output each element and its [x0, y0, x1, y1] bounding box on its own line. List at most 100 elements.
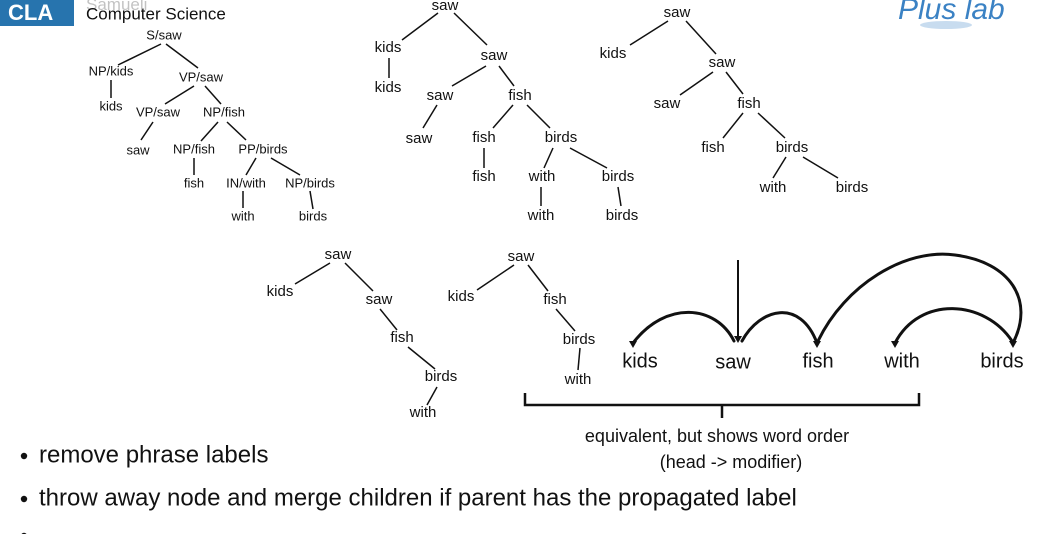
tree-node-label: saw [432, 0, 459, 14]
tree-node-label: birds [776, 139, 809, 156]
tree-node-label: with [759, 179, 787, 196]
edge [569, 147, 608, 169]
tree-node-label: with [230, 208, 254, 223]
edge [451, 65, 487, 87]
edge [401, 12, 439, 41]
dependency-arrow-head [813, 341, 821, 348]
edge [527, 264, 549, 292]
tree-3: saw kids saw saw fish fish birds with bi… [600, 4, 869, 196]
edge [577, 347, 581, 371]
edge [492, 104, 514, 129]
dependency-arrow-head [1009, 341, 1017, 348]
tree-node-label: saw [481, 47, 508, 64]
edge [270, 157, 301, 176]
tree-node-label: saw [366, 291, 393, 308]
edge [617, 186, 622, 207]
logo-text: CLA [8, 0, 53, 25]
edge [757, 112, 786, 139]
dependency-arc [740, 311, 819, 345]
tree-node-label: fish [701, 139, 724, 156]
dependency-arc [816, 252, 1023, 345]
tree-4: saw kids saw fish birds with [267, 246, 458, 421]
edge [226, 121, 247, 141]
tree-node-label: NP/fish [173, 141, 215, 156]
tree-node-label: kids [267, 283, 294, 300]
tree-node-label: kids [448, 288, 475, 305]
edge [379, 308, 398, 331]
tree-node-label: saw [427, 87, 454, 104]
tree-node-label: IN/with [226, 175, 266, 190]
edge [309, 190, 314, 210]
edge [543, 147, 554, 169]
dependency-word: with [883, 350, 920, 372]
tree-5: saw kids fish birds with [448, 248, 596, 388]
tree-node-label: kids [600, 45, 627, 62]
dependency-arrow-head [891, 341, 899, 348]
tree-node-label: birds [602, 168, 635, 185]
bullet-item: remove phrase labels [39, 441, 268, 468]
dependency-arc [893, 307, 1014, 345]
edge [526, 104, 551, 129]
bullet-item: throw away node and merge children if pa… [39, 484, 797, 511]
dependency-word: saw [715, 351, 751, 373]
tree-node-label: PP/birds [238, 141, 288, 156]
tree-node-label: with [409, 404, 437, 421]
tree-node-label: birds [545, 129, 578, 146]
edge [294, 262, 331, 285]
ucla-logo-block [0, 0, 74, 26]
bullet-dot [20, 495, 28, 503]
dept-bottom-text: Computer Science [86, 4, 226, 23]
tree-node-label: S/saw [146, 27, 182, 42]
edge [476, 264, 515, 291]
edge [164, 85, 195, 105]
tree-node-label: birds [563, 331, 596, 348]
tree-node-label: with [527, 207, 555, 224]
edge [498, 65, 515, 87]
tree-node-label: saw [709, 54, 736, 71]
caption-line-2: (head -> modifier) [660, 452, 803, 472]
tree-node-label: fish [472, 168, 495, 185]
tree-node-label: saw [325, 246, 352, 263]
plus-lab-swoosh [920, 21, 972, 29]
tree-node-label: kids [99, 98, 123, 113]
tree-node-label: fish [508, 87, 531, 104]
tree-node-label: birds [836, 179, 869, 196]
bullet-list: remove phrase labels throw away node and… [20, 441, 797, 534]
dependency-word: birds [980, 350, 1023, 372]
edge [117, 43, 162, 66]
edge [679, 71, 714, 96]
bullet-dot [20, 452, 28, 460]
tree-node-label: with [564, 371, 592, 388]
edge [200, 121, 219, 142]
edge [245, 157, 257, 176]
tree-node-label: VP/saw [179, 69, 224, 84]
edge [725, 71, 744, 95]
dependency-word: kids [622, 350, 658, 372]
edge [407, 346, 436, 370]
edge [165, 43, 199, 69]
tree-node-label: fish [737, 95, 760, 112]
plus-lab-logo: Plus lab [898, 0, 1005, 26]
edge [555, 308, 576, 332]
edge [629, 20, 669, 46]
tree-node-label: with [528, 168, 556, 185]
tree-node-label: NP/birds [285, 175, 335, 190]
tree-node-label: saw [654, 95, 681, 112]
dependency-diagram: kids saw fish with birds equivalent, but… [523, 252, 1024, 472]
tree-2: saw kids saw kids saw fish saw fish bird… [375, 0, 639, 224]
tree-node-label: fish [390, 329, 413, 346]
tree-node-label: NP/fish [203, 104, 245, 119]
tree-node-label: kids [375, 79, 402, 96]
edge [453, 12, 488, 46]
edge [685, 20, 717, 55]
caption-line-1: equivalent, but shows word order [585, 426, 849, 446]
dependency-arrow-head [629, 341, 637, 348]
brace [523, 393, 921, 418]
dependency-arc [631, 310, 736, 345]
edge [772, 156, 787, 179]
tree-node-label: saw [508, 248, 535, 265]
root-arrow-head [734, 336, 742, 343]
edge [422, 104, 438, 129]
tree-node-label: saw [664, 4, 691, 21]
